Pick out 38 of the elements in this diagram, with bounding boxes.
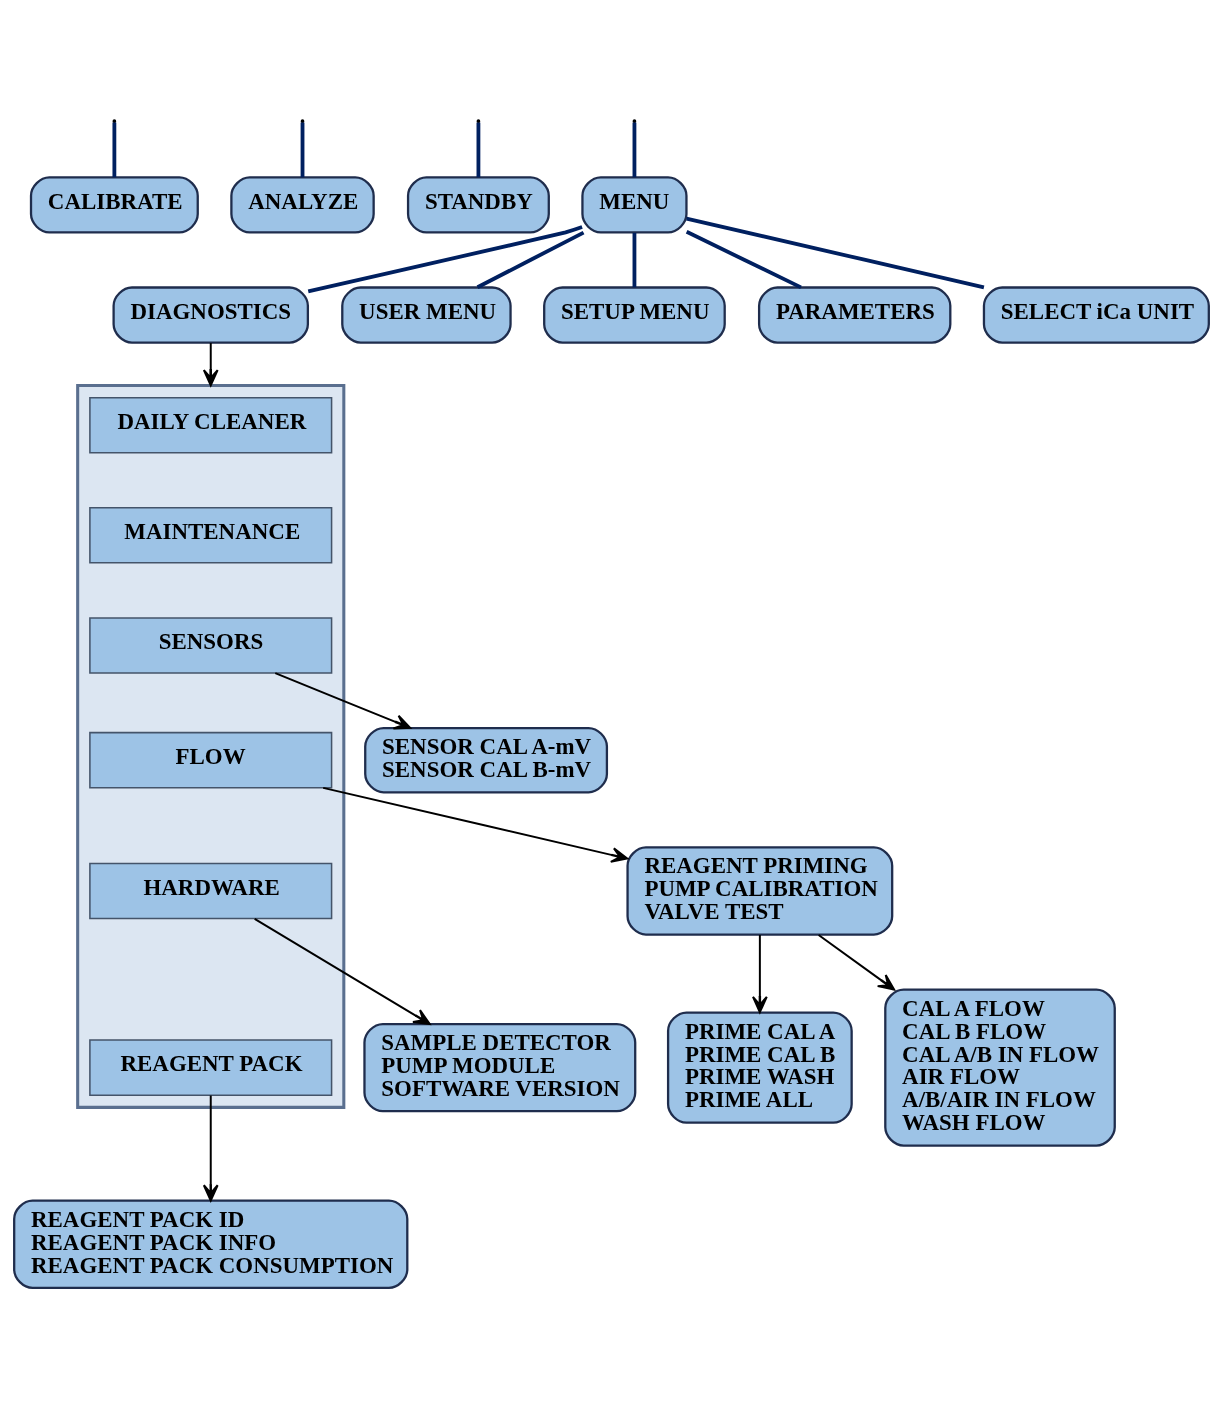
node-box: CALIBRATE bbox=[29, 175, 199, 234]
node-box: STANDBY bbox=[406, 175, 550, 234]
arrow bbox=[253, 917, 431, 1025]
node-box: SENSOR CAL A-mV SENSOR CAL B-mV bbox=[364, 726, 609, 793]
node-box: REAGENT PRIMING PUMP CALIBRATION VALVE TEST bbox=[626, 845, 894, 936]
node-box: MENU bbox=[581, 175, 688, 234]
node-box: DIAGNOSTICS bbox=[112, 285, 309, 344]
connector bbox=[112, 122, 117, 177]
arrow bbox=[202, 1094, 219, 1202]
node-box: REAGENT PACK bbox=[89, 1038, 333, 1096]
node-box: HARDWARE bbox=[89, 862, 333, 919]
node-box: USER MENU bbox=[341, 285, 512, 344]
arrow bbox=[752, 933, 768, 1013]
arrow bbox=[817, 933, 896, 990]
arrow bbox=[274, 671, 412, 729]
node-box: SETUP MENU bbox=[543, 285, 726, 344]
node-box: REAGENT PACK ID REAGENT PACK INFO REAGENT PACK CONSUMPTION bbox=[13, 1199, 409, 1289]
node-box: PARAMETERS bbox=[757, 285, 952, 344]
node-box: FLOW bbox=[89, 731, 333, 788]
node-box: PRIME CAL A PRIME CAL B PRIME WASH PRIME ALL bbox=[666, 1010, 853, 1124]
arrow bbox=[322, 786, 629, 863]
connector bbox=[686, 216, 985, 289]
node-box: DAILY CLEANER bbox=[89, 396, 333, 453]
node-box: CAL A FLOW CAL B FLOW CAL A/B IN FLOW AIR FLOW A/B/AIR IN FLOW WASH FLOW bbox=[884, 987, 1116, 1147]
connector bbox=[300, 122, 305, 177]
cluster bbox=[76, 383, 346, 1109]
connector bbox=[476, 122, 481, 177]
node-box: SAMPLE DETECTOR PUMP MODULE SOFTWARE VERSION bbox=[363, 1022, 637, 1112]
connector bbox=[685, 229, 802, 289]
node-box: MAINTENANCE bbox=[89, 506, 333, 564]
connector bbox=[307, 224, 583, 293]
node-box: SENSORS bbox=[89, 616, 333, 674]
connector bbox=[476, 230, 585, 289]
arrow bbox=[202, 341, 219, 386]
node-box: ANALYZE bbox=[230, 175, 375, 234]
connector bbox=[632, 232, 637, 287]
connector bbox=[632, 122, 637, 177]
node-box: SELECT iCa UNIT bbox=[982, 285, 1210, 344]
